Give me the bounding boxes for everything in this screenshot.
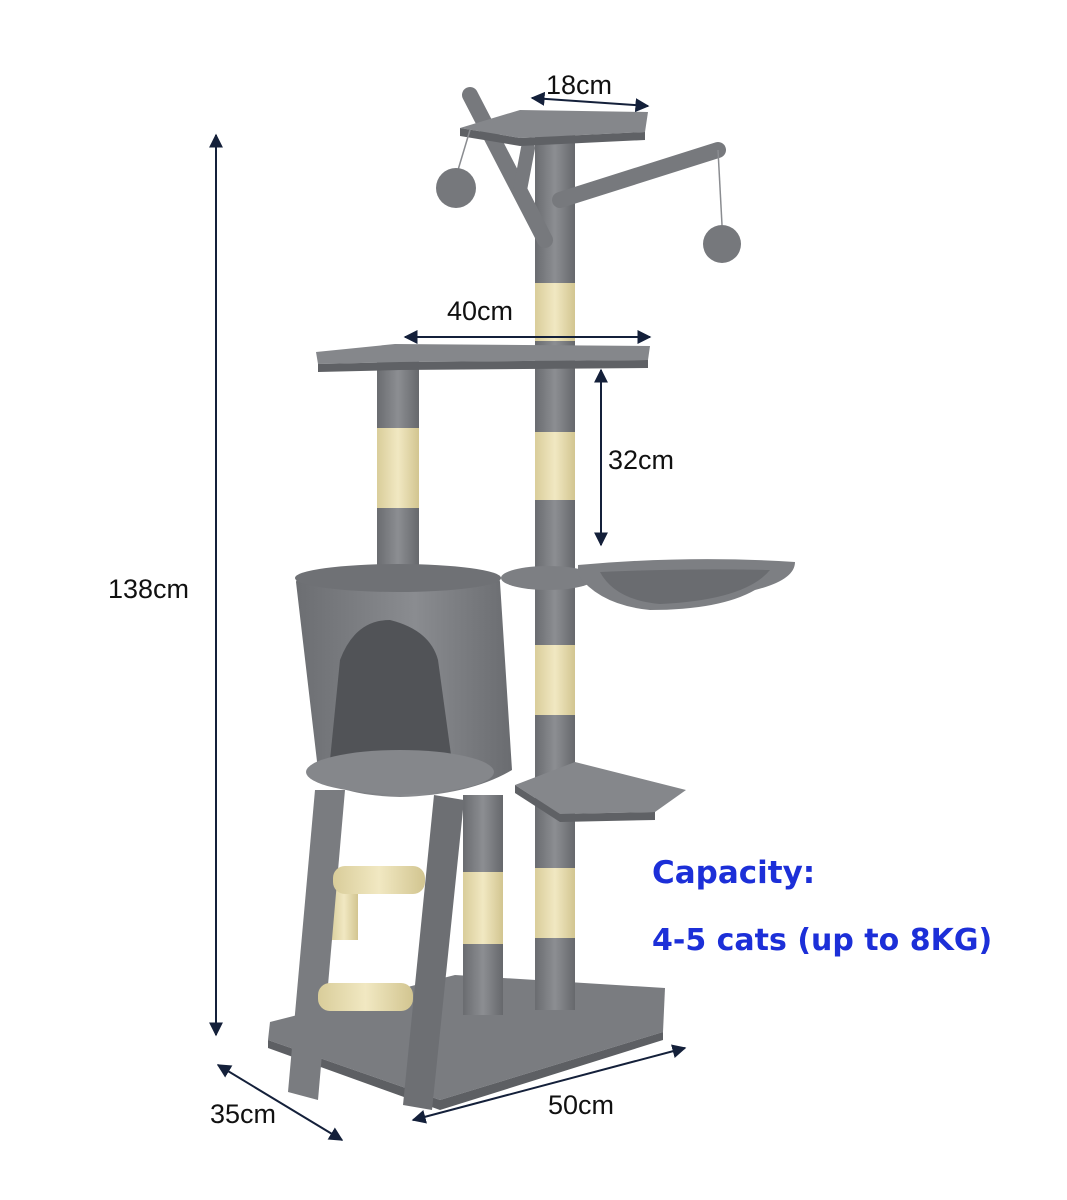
label-top-width: 18cm — [546, 70, 613, 100]
label-base-depth: 35cm — [210, 1099, 277, 1129]
ladder — [288, 790, 464, 1110]
condo-support-posts — [330, 795, 503, 1015]
left-post — [377, 355, 419, 580]
hanging-toy-balls — [436, 129, 741, 263]
top-branches — [462, 87, 726, 248]
label-post-gap: 32cm — [608, 445, 675, 475]
depth-arrow — [216, 1064, 344, 1141]
lower-platform — [515, 762, 686, 822]
label-height: 138cm — [108, 574, 190, 604]
middle-platform — [316, 344, 650, 372]
top-width-arrow — [530, 91, 650, 113]
dimension-arrows — [209, 91, 687, 1141]
base-width-arrow — [411, 1044, 687, 1124]
condo-cave — [295, 564, 512, 797]
label-base-width: 50cm — [548, 1090, 615, 1120]
top-platform — [460, 110, 648, 146]
label-mid-width: 40cm — [447, 296, 514, 326]
capacity-heading: Capacity: — [652, 855, 816, 891]
capacity-detail: 4-5 cats (up to 8KG) — [652, 923, 993, 958]
hammock — [501, 559, 795, 610]
